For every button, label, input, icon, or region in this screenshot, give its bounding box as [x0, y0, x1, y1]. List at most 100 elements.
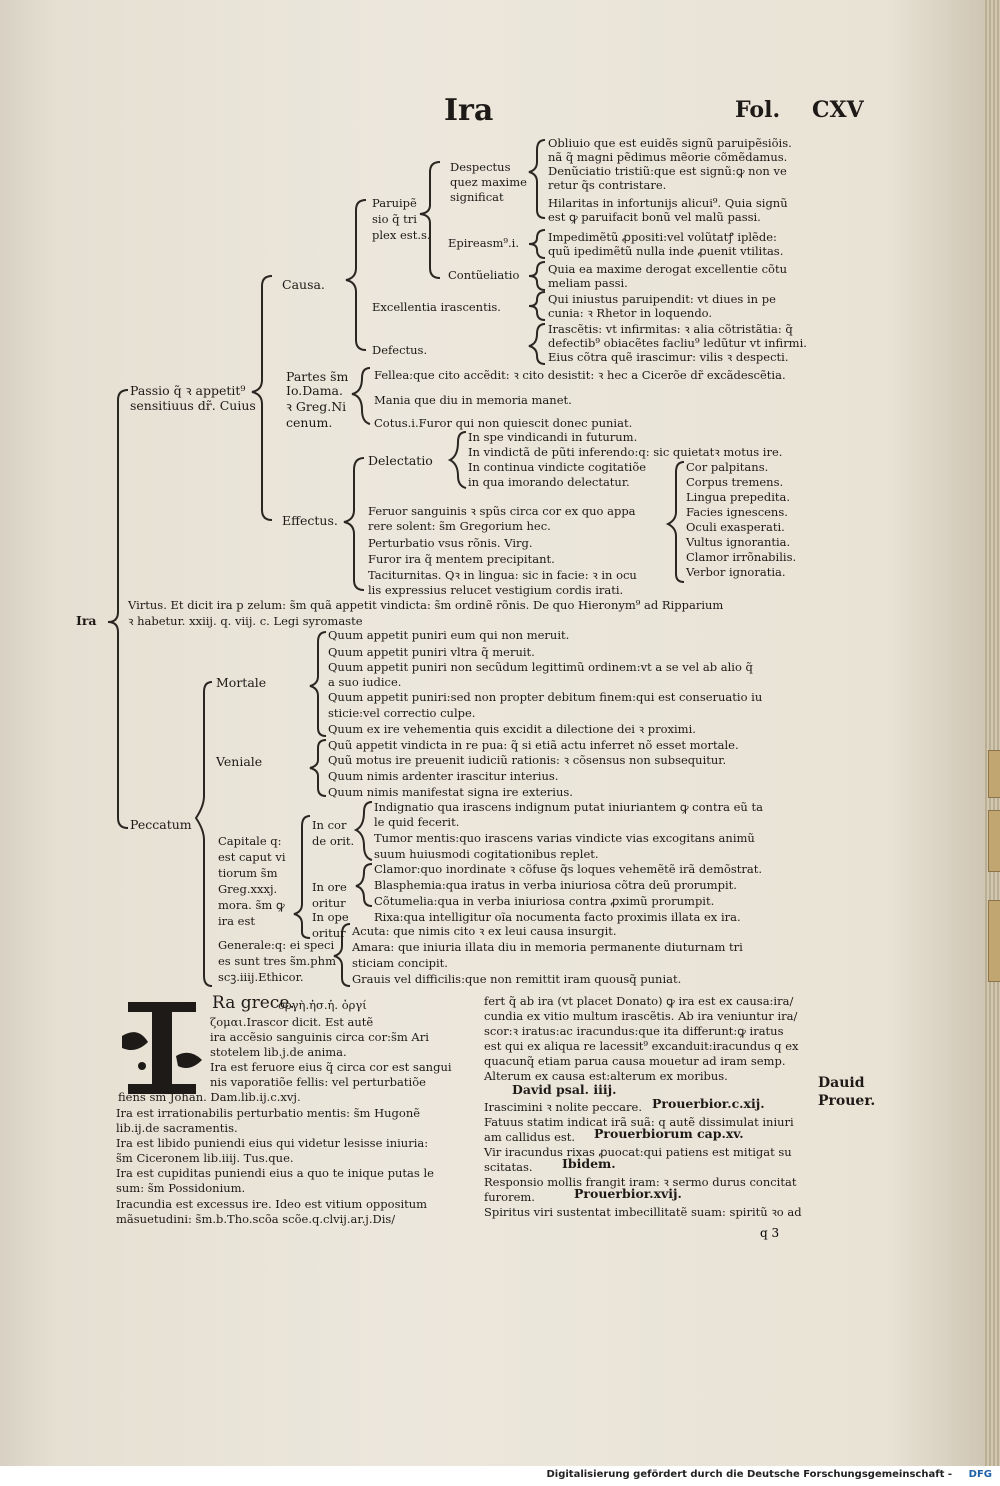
commentary-left-5: Ira est feruore eius q̃ circa cor est sa…: [210, 1060, 452, 1074]
paruipensio-3: plex est.s.: [372, 228, 431, 242]
brace-defectus: [528, 323, 546, 365]
commentary-right-8: Prouerbior.c.xij.: [652, 1096, 765, 1111]
oblivio-8: Quia ea maxime derogat excellentie cõtu: [548, 262, 787, 276]
commentary-left-9: lib.ij.de sacramentis.: [116, 1121, 238, 1135]
commentary-left-0: Ra grece.: [212, 993, 295, 1013]
oblivio-14: Eius cõtra quẽ irascimur: vilis ꝛ despec…: [548, 350, 789, 364]
veniale-0: Quũ appetit vindicta in re pua: q̃ si et…: [328, 738, 739, 752]
in-corde-1: In cor: [312, 818, 347, 832]
sign-2: Lingua prepedita.: [686, 490, 791, 504]
tree-root-ira: Ira: [76, 613, 97, 628]
partes-item-0: Fellea:que cito accẽdit: ꝛ cito desistit…: [374, 368, 786, 382]
commentary-left-8: Ira est irrationabilis perturbatio menti…: [116, 1106, 421, 1120]
mortale-3: a suo iudice.: [328, 675, 402, 689]
mortale-5: sticie:vel correctio culpe.: [328, 706, 476, 720]
brace-capitale: [293, 815, 311, 939]
partes-item-2: Cotus.i.Furor qui non quiescit donec pun…: [374, 416, 633, 430]
sign-3: Facies ignescens.: [686, 505, 788, 519]
bookmark-tab: [988, 750, 1000, 798]
effectus-item-5: lis expressius relucet vestigium cordis …: [368, 583, 624, 597]
sign-0: Cor palpitans.: [686, 460, 769, 474]
commentary-right-12: Vir iracundus rixas ꝓuocat:qui patiens e…: [484, 1145, 792, 1159]
despectus-2: quez maxime: [450, 175, 527, 189]
generale-1: es sunt tres s̃m.phm: [218, 954, 336, 968]
brace-ira: [107, 389, 129, 829]
margin-note: Dauid Prouer.: [818, 1074, 875, 1110]
mortale-0: Quum appetit puniri eum qui non meruit.: [328, 628, 570, 642]
passio-line1: Passio q̃ ꝛ appetit⁹: [130, 383, 246, 398]
mortale-4: Quum appetit puniri:sed non propter debi…: [328, 690, 763, 704]
commentary-left-6: nis vaporatiõe fellis: vel perturbatiõe: [210, 1075, 426, 1089]
margin-note-david: Dauid: [818, 1075, 865, 1091]
capitale-item-6: Cõtumelia:qua in verba iniuriosa contra …: [374, 894, 715, 908]
veniale-1: Quũ motus ire preuenit iudiciũ rationis:…: [328, 753, 727, 767]
capitale-item-2: Tumor mentis:quo irascens varias vindict…: [374, 831, 755, 845]
commentary-left-13: sum: s̃m Possidonium.: [116, 1181, 246, 1195]
defectus: Defectus.: [372, 343, 428, 357]
brace-effectus: [343, 457, 365, 591]
commentary-right-5: Alterum ex causa est:alterum ex moribus.: [484, 1069, 728, 1083]
commentary-left-3: ira accẽsio sanguinis circa cor:s̃m Ari: [210, 1030, 429, 1044]
brace-epireasmus: [528, 229, 546, 259]
capitale-item-3: suum huiusmodi cogitationibus replet.: [374, 847, 599, 861]
generale-item-3: Grauis vel difficilis:que non remittit i…: [352, 972, 682, 986]
commentary-right-0: fert q̃ ab ira (vt placet Donato) ꝙ ira …: [484, 994, 794, 1008]
capitale-1: est caput vi: [218, 850, 286, 864]
brace-paruipensio: [419, 161, 441, 279]
delectatio-item-3: in qua imorando delectatur.: [468, 475, 630, 489]
paruipensio-2: sio q̃ tri: [372, 212, 417, 226]
oblivio-5: est ꝙ paruifacit bonũ vel malũ passi.: [548, 210, 761, 224]
oblivio-9: meliam passi.: [548, 276, 628, 290]
sign-4: Oculi exasperati.: [686, 520, 785, 534]
effectus-item-4: Taciturnitas. Qꝛ in lingua: sic in facie…: [368, 568, 637, 582]
capitale-item-1: le quid fecerit.: [374, 815, 460, 829]
virtus-line1: Virtus. Et dicit ira p zelum: s̃m quã ap…: [128, 598, 724, 612]
epireasmus: Epireasm⁹.i.: [448, 236, 519, 250]
oblivio-2: Denũciatio tristiũ:que est signũ:ꝙ non v…: [548, 164, 787, 178]
commentary-right-15: Responsio mollis frangit iram: ꝛ sermo d…: [484, 1175, 797, 1189]
partes-3: ꝛ Greg.Ni: [286, 399, 347, 414]
delectatio: Delectatio: [368, 453, 433, 468]
passio-line2: sensitiuus dr̃. Cuius: [130, 398, 256, 413]
brace-delectatio: [447, 431, 467, 489]
sign-7: Verbor ignoratia.: [686, 565, 786, 579]
oblivio-12: Irascẽtis: vt infirmitas: ꝛ alia cõtrist…: [548, 322, 793, 336]
bookmark-tab: [988, 810, 1000, 872]
generale-item-1: Amara: que iniuria illata diu in memoria…: [352, 940, 743, 954]
capitale-item-4: Clamor:quo inordinate ꝛ cõfuse q̃s loque…: [374, 862, 763, 876]
sign-6: Clamor irrõnabilis.: [686, 550, 797, 564]
veniale-2: Quum nimis ardenter irascitur interius.: [328, 769, 559, 783]
commentary-left-14: Iracundia est excessus ire. Ideo est vit…: [116, 1197, 428, 1211]
in-corde-2: de orit.: [312, 834, 355, 848]
label-peccatum: Peccatum: [130, 817, 192, 832]
effectus-item-2: Perturbatio vsus rõnis. Virg.: [368, 536, 533, 550]
label-mortale: Mortale: [216, 675, 267, 690]
brace-partes: [351, 367, 371, 425]
commentary-right-1: cundia ex vitio multum irascẽtis. Ab ira…: [484, 1009, 798, 1023]
oblivio-7: quũ ipedimẽtũ nulla inde ꝓuenit vtilitas…: [548, 244, 784, 258]
capitale-item-5: Blasphemia:qua iratus in verba iniuriosa…: [374, 878, 737, 892]
partes-4: cenum.: [286, 415, 333, 430]
delectatio-item-0: In spe vindicandi in futurum.: [468, 430, 638, 444]
page-edge: [985, 0, 1000, 1466]
commentary-left-12: Ira est cupiditas puniendi eius a quo te…: [116, 1166, 434, 1180]
brace-mortale: [309, 631, 327, 737]
capitale-3: Greg.xxxj.: [218, 882, 278, 896]
capitale-item-7: Rixa:qua intelligitur oĩa nocumenta fact…: [374, 910, 741, 924]
digitization-footer: Digitalisierung gefördert durch die Deut…: [0, 1466, 1000, 1486]
sign-5: Vultus ignorantia.: [686, 535, 791, 549]
commentary-right-17: Prouerbior.xvij.: [574, 1186, 682, 1201]
generale-0: Generale:q: ei speci: [218, 938, 335, 952]
label-effectus: Effectus.: [282, 513, 338, 528]
delectatio-item-2: In continua vindicte cogitatiõe: [468, 460, 647, 474]
brace-signs: [665, 461, 685, 583]
capitale-item-0: Indignatio qua irascens indignum putat i…: [374, 800, 763, 814]
commentary-right-11: Prouerbiorum cap.xv.: [594, 1126, 744, 1141]
commentary-right-18: Spiritus viri sustentat imbecillitatẽ su…: [484, 1205, 802, 1219]
brace-excellentia: [528, 291, 546, 321]
mortale-6: Quum ex ire vehementia quis excidit a di…: [328, 722, 696, 736]
commentary-left-15: mãsuetudini: s̃m.b.Tho.scõa scõe.q.clvij…: [116, 1212, 396, 1226]
folio-label: Fol.: [735, 97, 781, 123]
mortale-2: Quum appetit puniri non secũdum legittim…: [328, 660, 753, 674]
delectatio-item-1: In vindictã de pũti inferendo:q: sic qui…: [468, 445, 783, 459]
